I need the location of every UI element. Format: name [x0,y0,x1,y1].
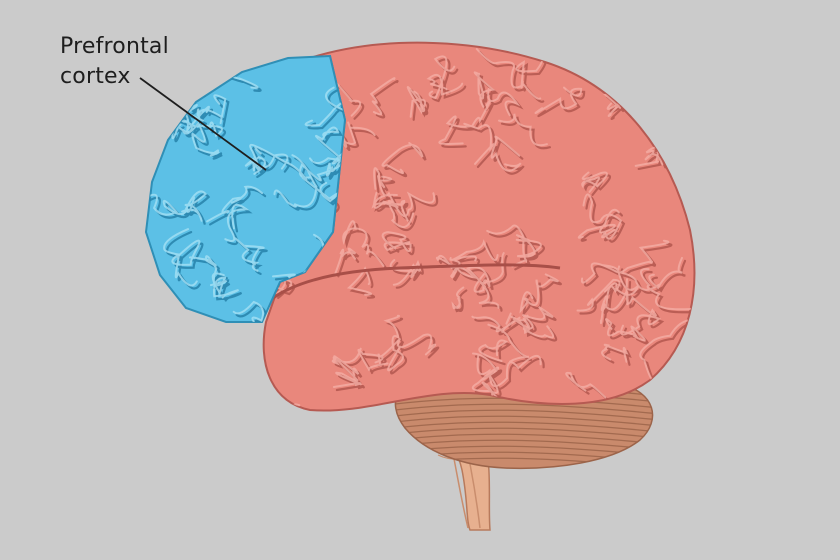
label-cortex: cortex [60,64,131,89]
leader-line [139,77,267,171]
label-prefrontal: Prefrontal [60,34,169,59]
